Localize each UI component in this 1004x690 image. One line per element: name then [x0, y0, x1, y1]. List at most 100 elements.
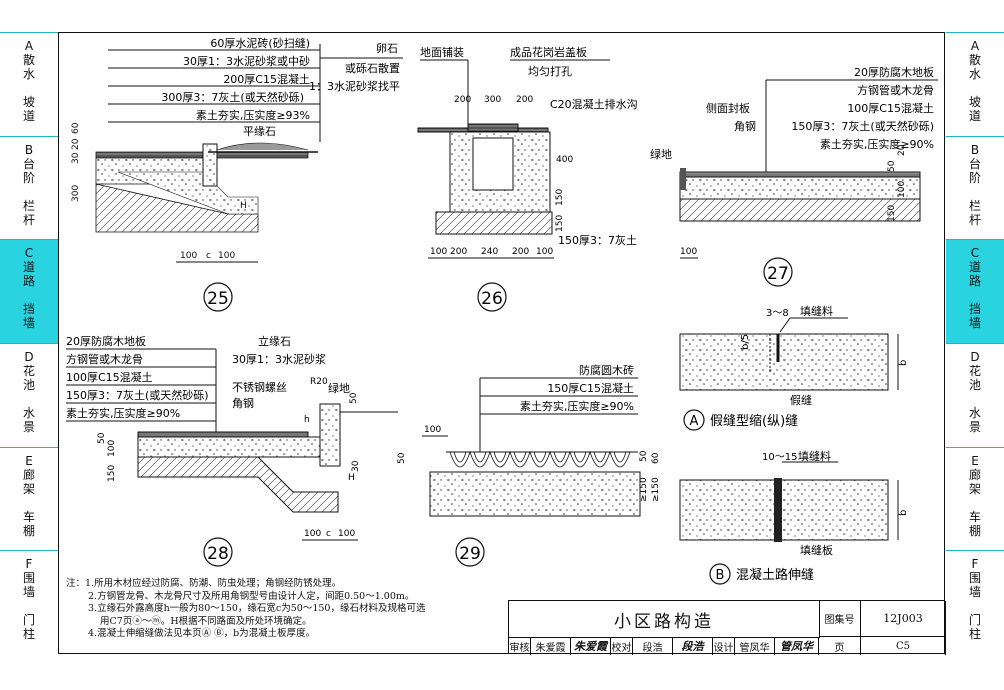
sidebar-tab-line1: 花池 — [968, 364, 981, 392]
d27-label-5: 侧面封板 — [706, 101, 750, 115]
detail-27: 20厚防腐木地板 方钢管或木龙骨 100厚C15混凝土 150厚3：7灰土(或天… — [650, 65, 938, 287]
d26-dim-5: 150 — [555, 215, 565, 232]
d27-label-2: 100厚C15混凝土 — [847, 101, 934, 115]
sidebar-tab-line2: 车棚 — [22, 509, 35, 538]
d29-dim-2: 50 — [639, 450, 649, 462]
d29-dim-3: ≥150 — [639, 477, 649, 502]
d29-label-2: 素土夯实,压实度≥90% — [520, 399, 634, 413]
d28-dim-7: 100 — [304, 529, 321, 539]
sidebar-tab-line1: 廊架 — [22, 467, 35, 496]
sidebar-tab-line1: 台阶 — [968, 156, 981, 185]
sidebar-tab-code: A — [24, 39, 34, 53]
d26-number: 26 — [481, 289, 503, 309]
d29-label-1: 150厚C15混凝土 — [547, 381, 634, 395]
d28-label-7: 不锈钢螺丝 — [232, 381, 287, 394]
d25-label-8: 1：3水泥砂浆找平 — [309, 79, 400, 93]
jb-label-0: 填缝料 — [798, 449, 831, 463]
d25-label-0: 60厚水泥砖(砂扫缝) — [210, 36, 310, 50]
d26-dim-8: 240 — [481, 247, 498, 257]
atlas-label: 图集号 — [819, 601, 861, 637]
sidebar-tab-line1: 散水 — [968, 53, 981, 81]
sidebar-tab-line1: 台阶 — [22, 156, 35, 185]
check-label: 校对 — [611, 637, 633, 655]
d26-dim-9: 200 — [512, 247, 529, 257]
sidebar-tab-code: D — [24, 350, 34, 364]
sidebar-tab-line1: 廊架 — [968, 467, 981, 496]
sidebar-tab-code: B — [970, 142, 980, 157]
detail-28: 20厚防腐木地板 方钢管或木龙骨 100厚C15混凝土 150厚3：7灰土(或天… — [66, 334, 398, 567]
d29-dim-5: 60 — [651, 452, 661, 464]
reviewer-signature: 朱爱霞 — [571, 637, 611, 655]
sidebar-tab-line2: 水景 — [22, 406, 35, 434]
d28-label-9: 角钢 — [232, 397, 254, 410]
d26-label-0: 地面铺装 — [420, 46, 464, 59]
drawing-title: 小区路构造 — [509, 601, 820, 638]
detail-26: 地面铺装 成品花岗岩盖板 均匀打孔 C20混凝土排水沟 150厚3：7灰土 20… — [417, 45, 638, 312]
d26-dim-1: 300 — [484, 95, 501, 105]
d25-dim-0: 30 — [71, 152, 81, 164]
d27-label-6: 角钢 — [734, 120, 756, 133]
atlas-number: 12J003 — [861, 601, 946, 637]
ja-label-1: 假缝 — [790, 393, 812, 407]
d25-label-6: 卵石 — [376, 42, 398, 55]
d28-dim-3: 50 — [349, 392, 359, 404]
d27-label-1: 方钢管或木龙骨 — [857, 83, 934, 97]
jb-label-1: 填缝板 — [800, 543, 833, 557]
jb-title: 混凝土路伸缝 — [736, 567, 814, 583]
d28-dim-1: 100 — [107, 440, 117, 457]
drawing-frame — [58, 32, 945, 654]
d26-dim-2: 200 — [516, 95, 533, 105]
sidebar-tab-code: E — [25, 453, 33, 468]
page-label: 页 — [819, 637, 861, 655]
detail-25: 60厚水泥砖(砂扫缝) 30厚1：3水泥砂浆或中砂 200厚C15混凝土 300… — [71, 36, 403, 312]
ja-title: 假缝型缩(纵)缝 — [710, 413, 798, 429]
sidebar-tab-code: E — [971, 453, 979, 468]
sidebar-tab-line2: 挡墙 — [968, 302, 981, 331]
ja-dim-1: b/5 — [740, 334, 751, 350]
d26-dim-4: 150 — [555, 189, 565, 206]
d26-dim-10: 100 — [536, 247, 553, 257]
d27-label-7: 绿地 — [650, 147, 672, 161]
title-block: 小区路构造 图集号 12J003 审核 朱爱霞 朱爱霞 校对 段浩 段浩 设计 … — [508, 600, 946, 655]
d28-dim-2: 150 — [107, 465, 117, 482]
d26-label-4: 150厚3：7灰土 — [558, 233, 637, 247]
d26-dim-6: 100 — [430, 247, 447, 257]
d29-number: 29 — [459, 544, 481, 564]
d27-label-4: 素土夯实,压实度≥90% — [820, 137, 934, 151]
ja-dim-2: b — [898, 360, 909, 366]
d26-label-3: C20混凝土排水沟 — [550, 97, 638, 111]
notes-block: 注：1.所用木材应经过防腐、防潮、防虫处理；角钢经防锈处理。 2.方钢管龙骨、木… — [66, 578, 506, 641]
d25-dim-5: 100 — [180, 251, 197, 261]
sidebar-tab-code: F — [971, 557, 979, 572]
sidebar-tab-code: C — [970, 246, 980, 261]
drawing-canvas: 60厚水泥砖(砂扫缝) 30厚1：3水泥砂浆或中砂 200厚C15混凝土 300… — [66, 36, 938, 585]
sidebar-tab-line2: 水景 — [968, 406, 981, 434]
sidebar-tab-line2: 栏杆 — [968, 198, 981, 227]
joint-b-detail: 10～15 b 填缝料 填缝板 B 混凝土路伸缝 — [679, 449, 909, 585]
d27-dim-2: 150 — [887, 205, 897, 222]
d27-dim-3: 100 — [897, 181, 907, 198]
d25-number: 25 — [207, 289, 229, 309]
d26-dim-7: 200 — [450, 247, 467, 257]
note-line: 4.混凝土伸缩缝做法见本页Ⓐ Ⓑ，b为混凝土板厚度。 — [88, 628, 316, 639]
d28-label-4: 素土夯实,压实度≥90% — [66, 406, 180, 420]
d28-dim-4: h — [304, 415, 310, 425]
d26-label-1: 成品花岗岩盖板 — [510, 45, 587, 59]
sidebar-tab-code: F — [25, 557, 33, 572]
d25-label-4: 素土夯实,压实度≥93% — [196, 108, 310, 122]
d25-label-2: 200厚C15混凝土 — [223, 72, 310, 86]
d28-label-8: R20 — [310, 377, 328, 387]
d28-dim-6: 30 — [351, 460, 361, 472]
